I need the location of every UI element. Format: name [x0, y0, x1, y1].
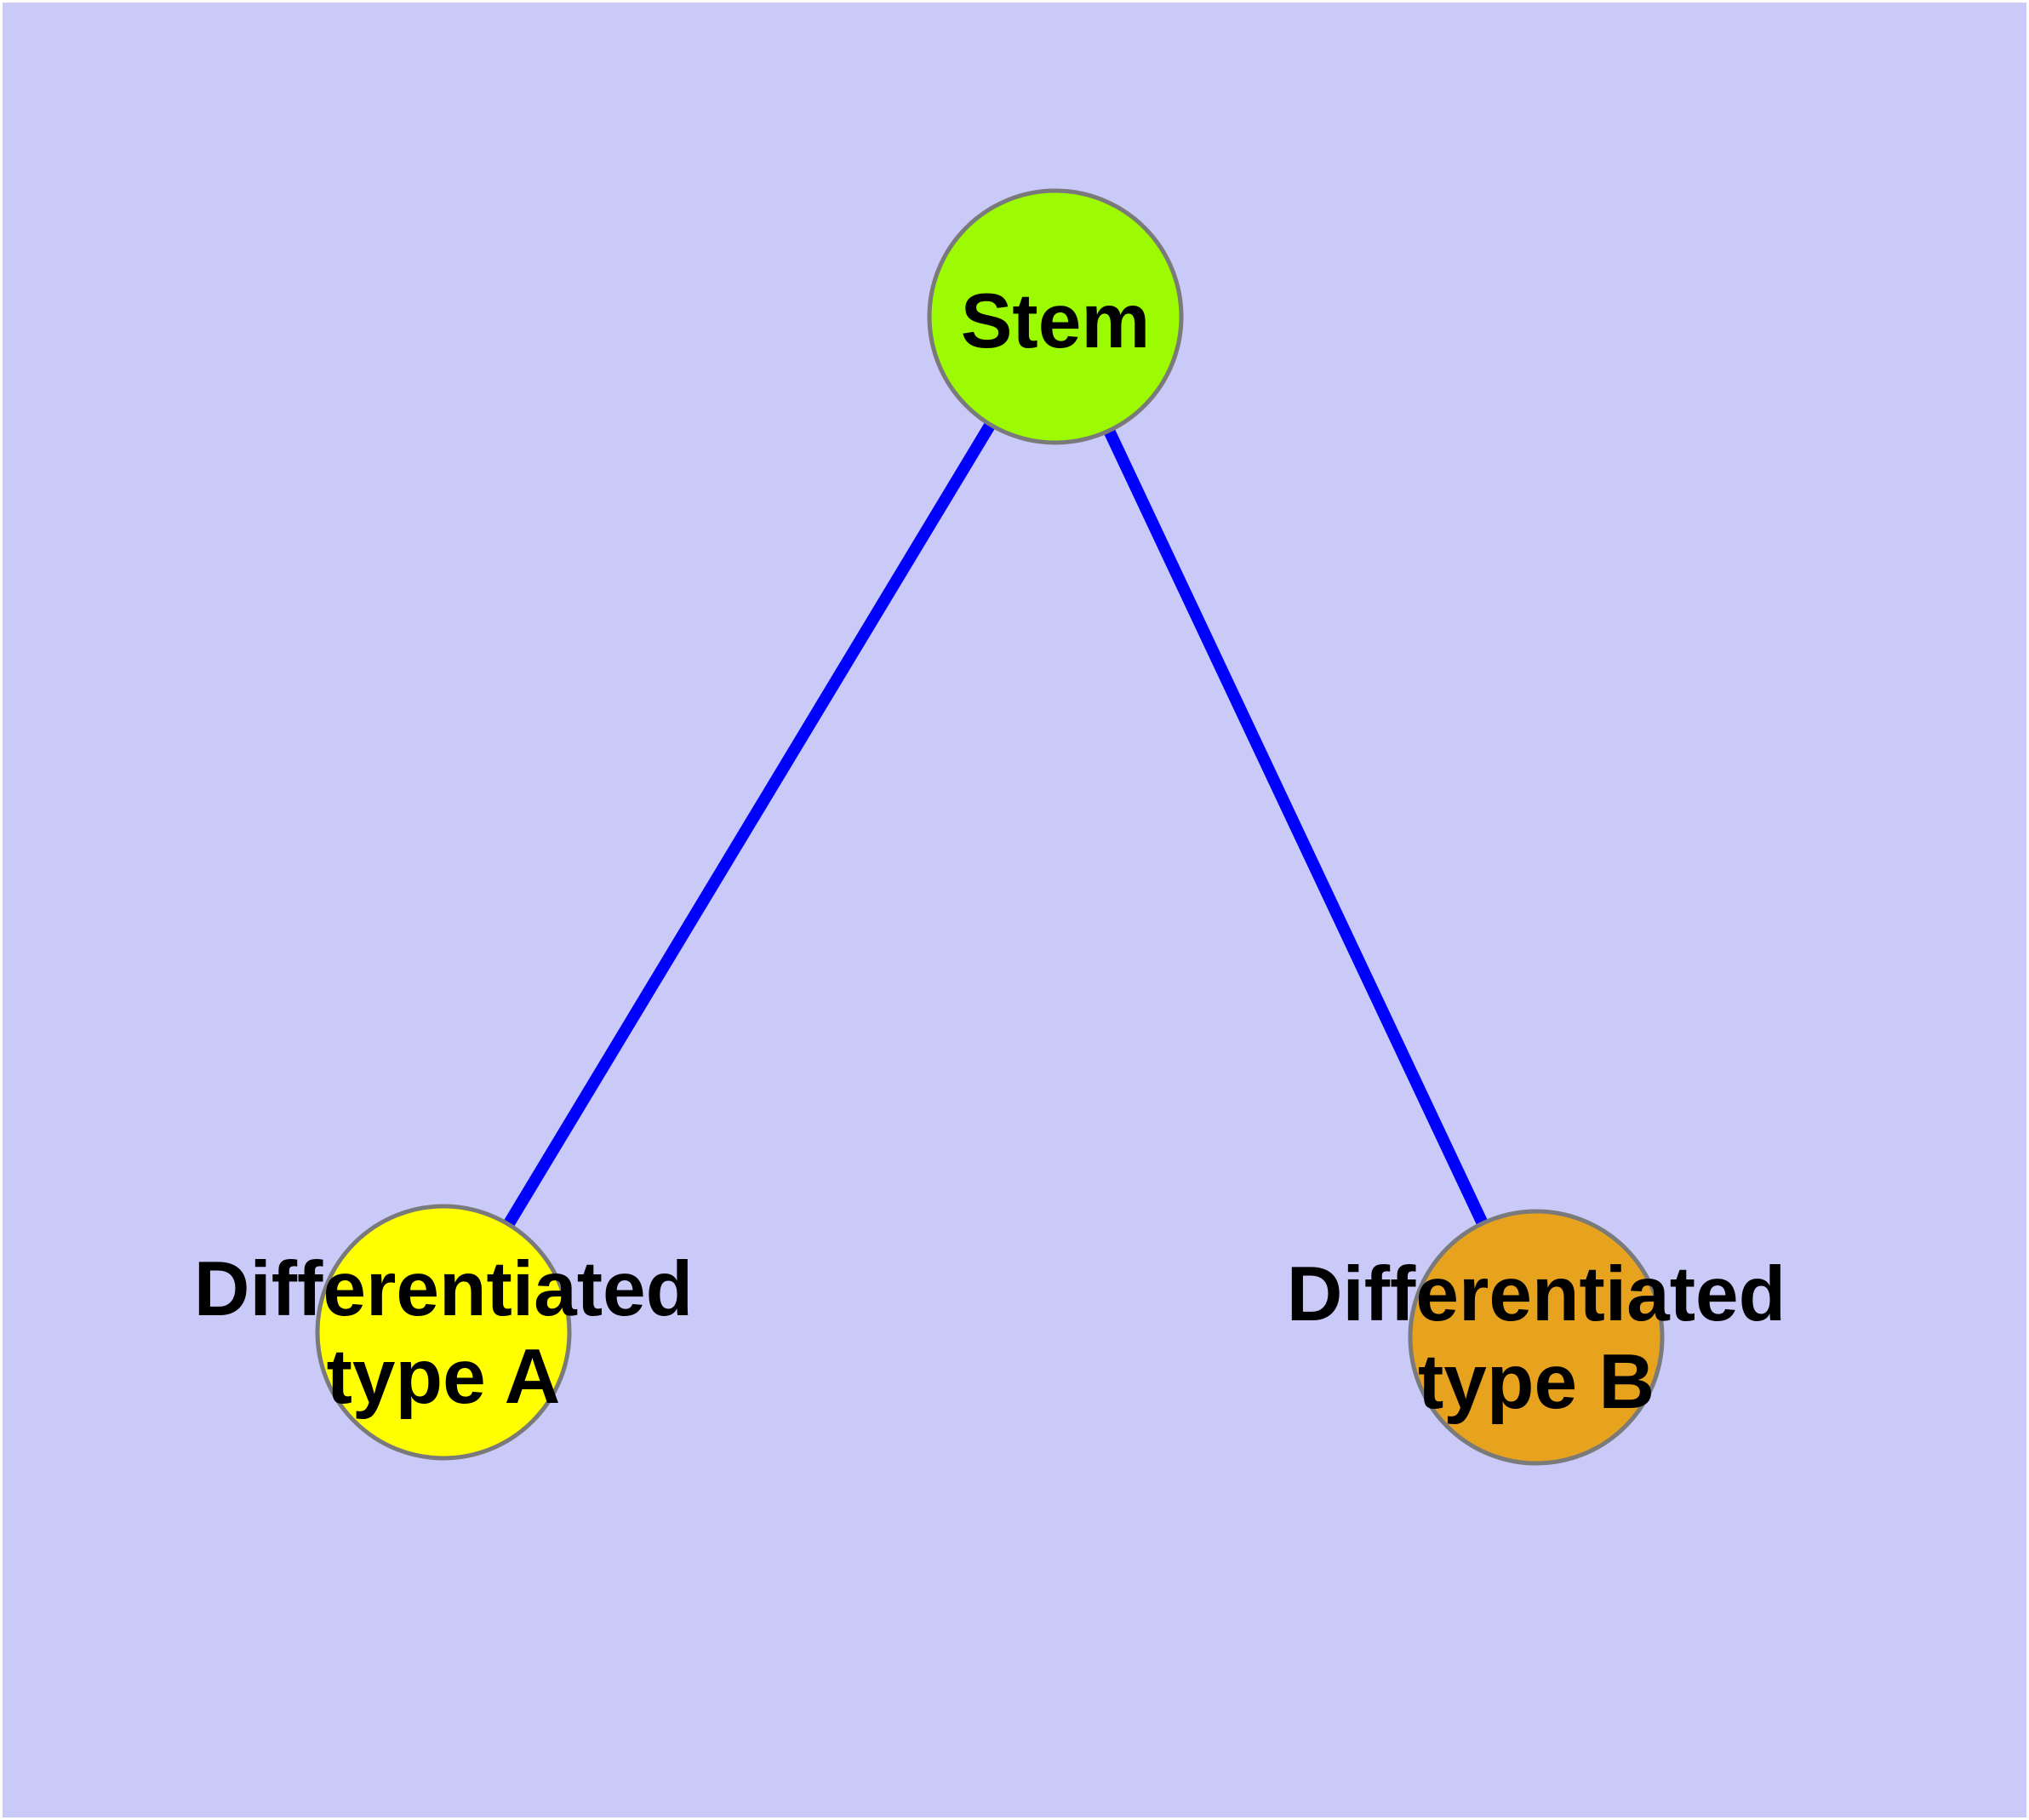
node-type-b-label-line2: type B — [1418, 1339, 1655, 1425]
node-stem — [927, 188, 1184, 445]
node-differentiated-type-a — [315, 1204, 572, 1461]
node-type-a-label-line2: type A — [327, 1334, 561, 1420]
node-type-a-label-line1: Differentiated — [194, 1246, 694, 1332]
node-stem-label: Stem — [961, 278, 1151, 364]
edge-stem-to-type-a — [438, 313, 1060, 1336]
node-type-b-label-line1: Differentiated — [1287, 1251, 1786, 1337]
node-differentiated-type-b — [1408, 1209, 1665, 1466]
cell-differentiation-graph: Stem Differentiated type A Differentiate… — [194, 188, 1786, 1466]
graph-canvas: Stem Differentiated type A Differentiate… — [3, 3, 2026, 1817]
edge-stem-to-type-b — [1049, 314, 1542, 1340]
